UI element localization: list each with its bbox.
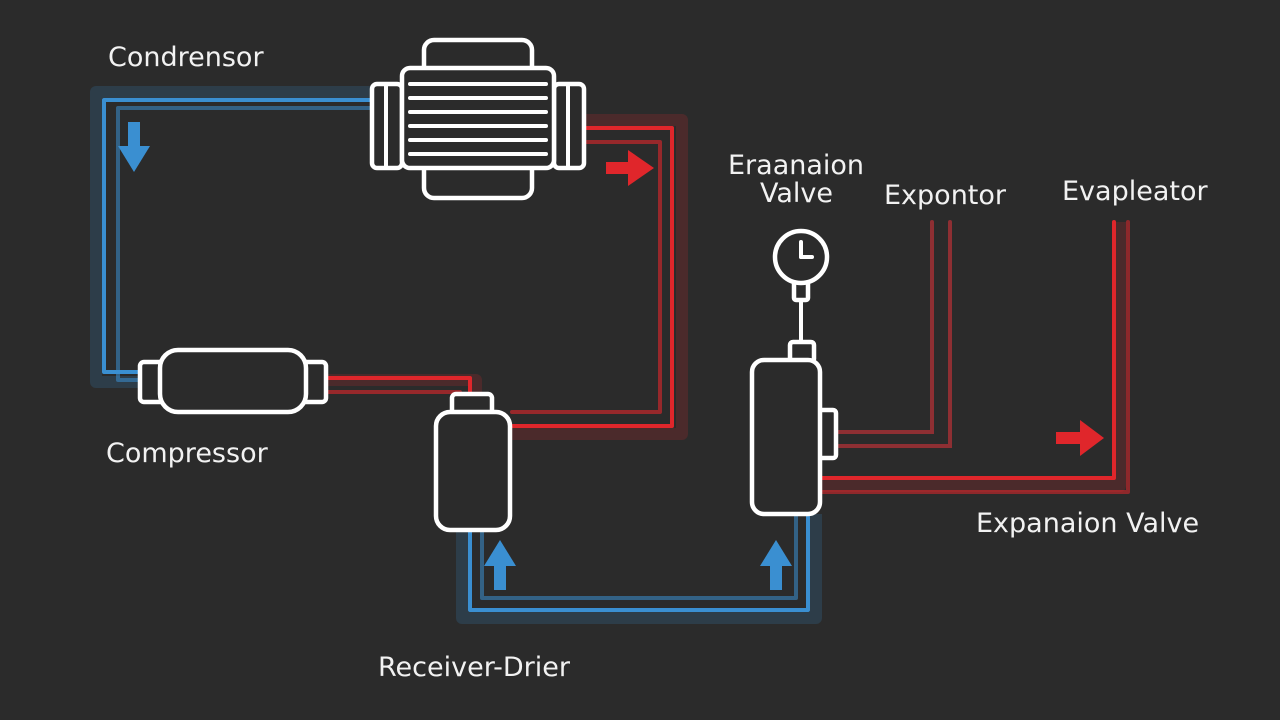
label-condenser: Condrensor <box>108 42 264 73</box>
label-expansion-valve-top-1: Eraanaion <box>728 150 864 181</box>
blue-loop-bottom <box>456 512 822 624</box>
gauge-icon <box>772 228 830 286</box>
arrow-right-icon <box>1056 420 1104 456</box>
label-evaporator-middle: Expontor <box>884 180 1007 211</box>
label-evaporator-right: Evapleator <box>1062 176 1208 207</box>
label-compressor: Compressor <box>106 438 269 469</box>
red-lines-to-evaporators <box>818 220 1130 494</box>
arrow-up-icon <box>760 540 792 590</box>
expansion-valve-component <box>749 279 839 517</box>
label-expansion-valve-bottom: Expanaion Valve <box>976 508 1199 539</box>
red-line-condenser-to-receiver <box>510 114 688 440</box>
arrow-down-icon <box>118 122 150 172</box>
label-receiver-drier: Receiver-Drier <box>378 652 571 683</box>
label-expansion-valve-top-2: Valve <box>760 178 833 209</box>
condenser-component <box>369 37 587 201</box>
receiver-drier-component <box>433 391 513 533</box>
arrow-up-icon <box>484 540 516 590</box>
arrow-right-icon <box>606 150 654 186</box>
blue-loop-left <box>90 86 374 388</box>
compressor-component <box>137 347 329 415</box>
